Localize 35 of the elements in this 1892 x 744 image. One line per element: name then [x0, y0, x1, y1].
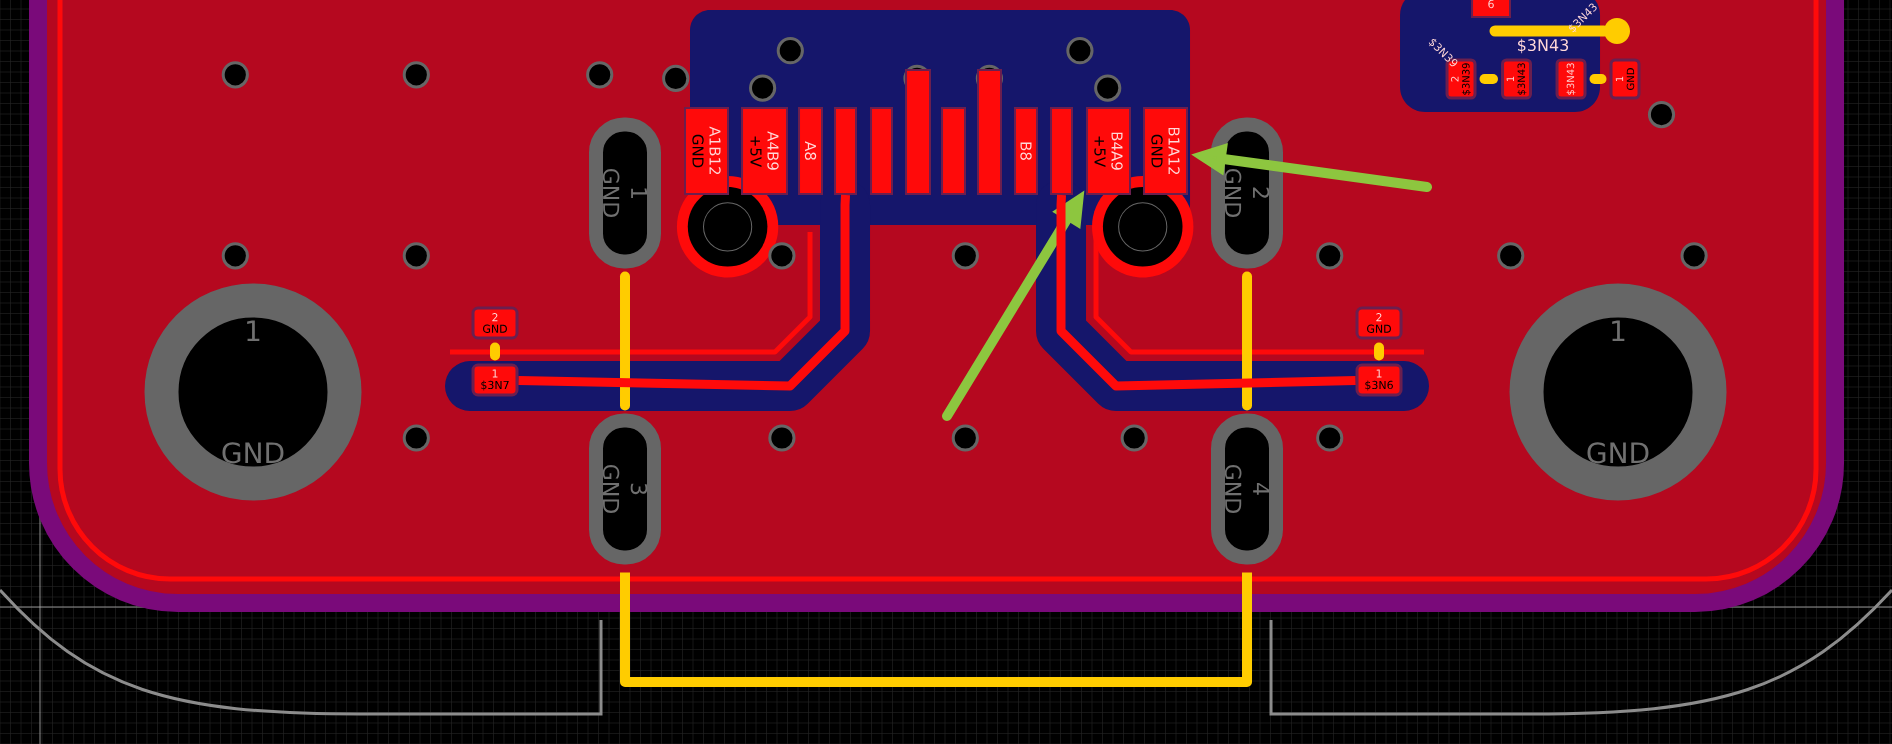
mounting-hole: 1 GND: [144, 283, 362, 501]
smd-pad: 1 $3N6: [1355, 363, 1403, 397]
smd-pad: $3N43: [1555, 58, 1587, 100]
smd-pad: 6: [1471, 0, 1511, 18]
smd-pad: 2 GND: [471, 306, 519, 340]
smd-pad: 1 GND: [1609, 58, 1641, 100]
mounting-hole: 1 GND: [1509, 283, 1727, 501]
smd-pad: B8: [1014, 107, 1038, 195]
slot-pad: 2 GND: [1211, 117, 1283, 269]
net-label: $3N43: [1518, 38, 1569, 54]
smd-pad: [1050, 107, 1073, 195]
copper-trace: [518, 194, 850, 391]
smd-pad: 1 $3N7: [471, 363, 519, 397]
smd-pad: [870, 107, 893, 195]
smd-pad: A1B12 GND: [684, 107, 729, 195]
smd-pad: A4B9 +5V: [741, 107, 788, 195]
slot-pad: 3 GND: [589, 413, 661, 565]
copper-trace: [1056, 194, 1356, 391]
airwire: [1374, 342, 1384, 361]
smd-pad: [834, 107, 857, 195]
airwire: [1589, 74, 1607, 84]
airwire: [1242, 271, 1252, 411]
slot-pad: 4 GND: [1211, 413, 1283, 565]
smd-pad: 2 GND: [1355, 306, 1403, 340]
smd-pad: 1 $3N43: [1501, 58, 1532, 100]
airwire: [490, 342, 500, 361]
smd-pad: A8: [798, 107, 823, 195]
airwire: [620, 572, 1252, 687]
slot-pad: 1 GND: [589, 117, 661, 269]
airwire: [1479, 74, 1498, 84]
smd-pad: [941, 107, 966, 195]
smd-pad: B1A12 GND: [1143, 107, 1188, 195]
smd-pad: B4A9 +5V: [1086, 107, 1131, 195]
smd-pad: [905, 69, 931, 195]
airwire: [620, 271, 630, 411]
